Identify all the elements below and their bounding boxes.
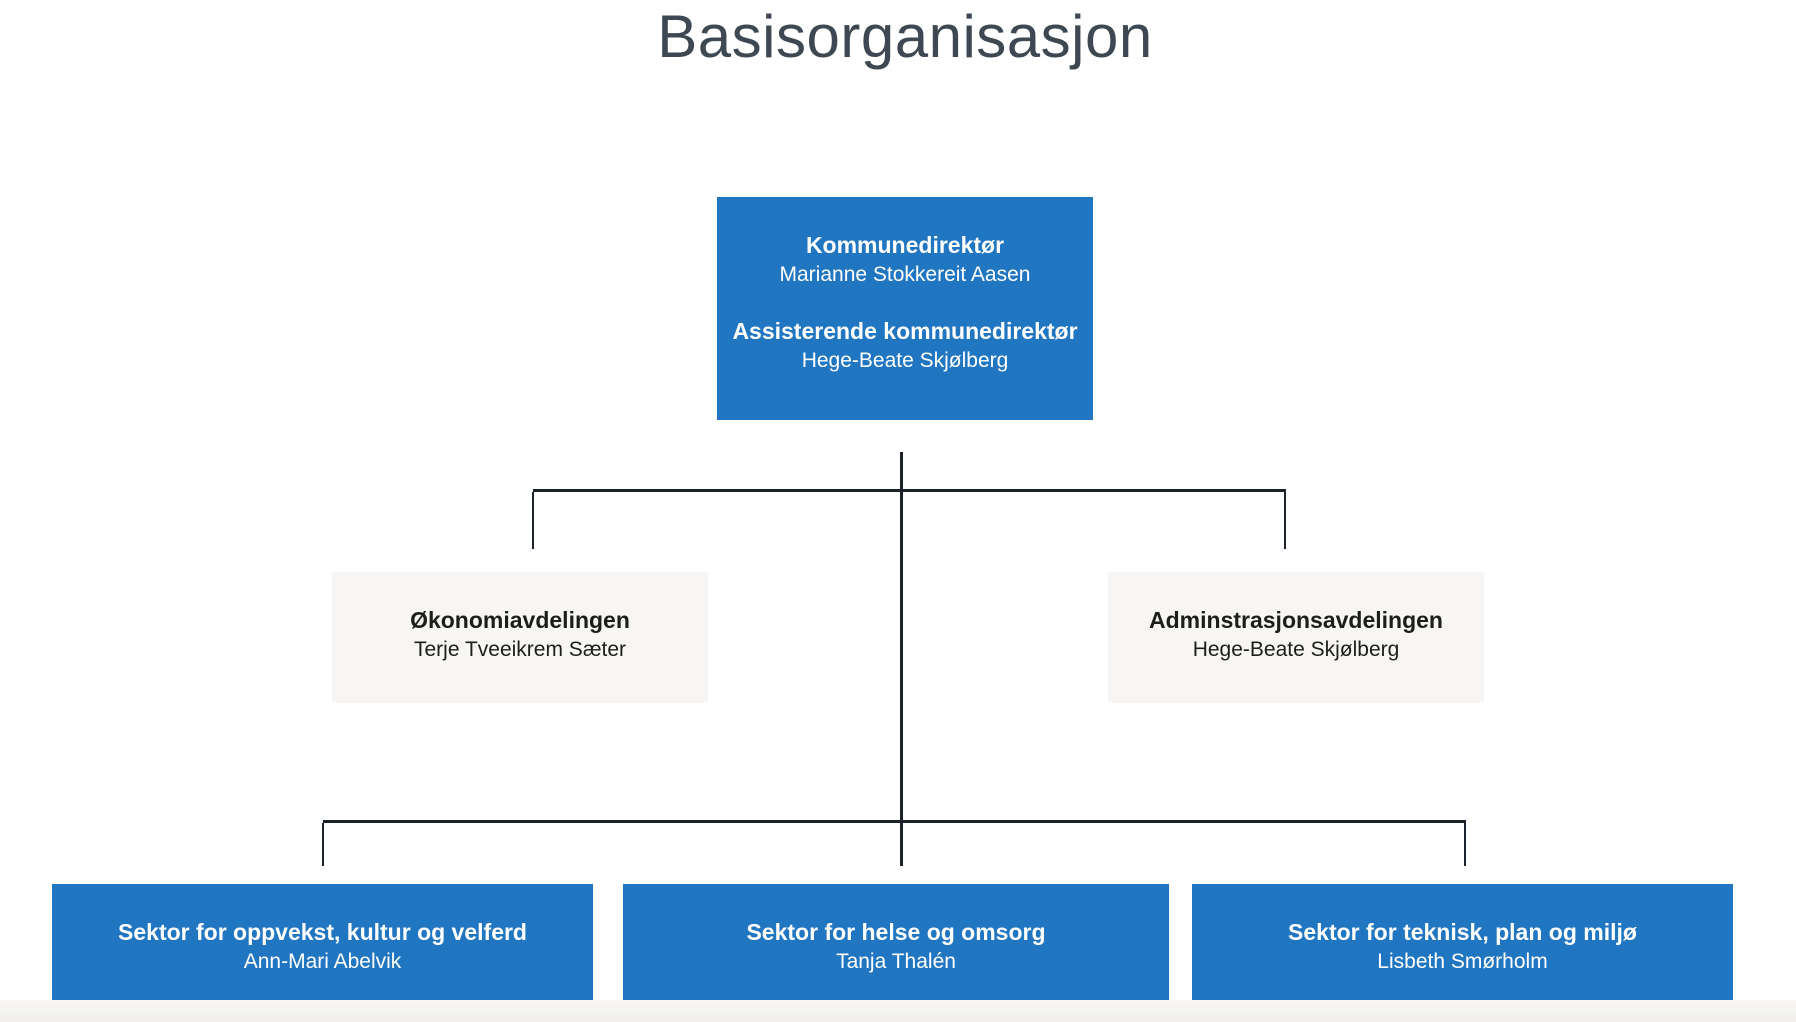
- org-node-okonomiavdelingen[interactable]: Økonomiavdelingen Terje Tveeikrem Sæter: [332, 572, 708, 703]
- connector-root-vertical: [900, 452, 903, 492]
- role-name: Terje Tveeikrem Sæter: [413, 638, 626, 661]
- connector-drop-sektor-oppvekst: [322, 823, 324, 866]
- org-node-sektor-helse-omsorg[interactable]: Sektor for helse og omsorg Tanja Thalén: [623, 884, 1169, 1002]
- role-title: Økonomiavdelingen: [410, 607, 630, 633]
- role-title: Sektor for teknisk, plan og miljø: [1288, 919, 1637, 945]
- org-node-kommunedirektor[interactable]: Kommunedirektør Marianne Stokkereit Aase…: [717, 197, 1093, 420]
- role-group-okonomiavdelingen: Økonomiavdelingen Terje Tveeikrem Sæter: [410, 605, 630, 665]
- role-title: Assisterende kommunedirektør: [732, 318, 1078, 344]
- role-group-sektor-helse: Sektor for helse og omsorg Tanja Thalén: [746, 917, 1045, 977]
- role-group-sektor-teknisk: Sektor for teknisk, plan og miljø Lisbet…: [1288, 917, 1637, 977]
- page-title: Basisorganisasjon: [657, 3, 1153, 70]
- role-group-sektor-oppvekst: Sektor for oppvekst, kultur og velferd A…: [118, 917, 527, 977]
- role-name: Hege-Beate Skjølberg: [1192, 638, 1400, 661]
- role-group-assisterende-kommunedirektor: Assisterende kommunedirektør Hege-Beate …: [732, 316, 1077, 376]
- role-name: Lisbeth Smørholm: [1377, 950, 1548, 973]
- org-node-sektor-oppvekst-kultur-velferd[interactable]: Sektor for oppvekst, kultur og velferd A…: [52, 884, 593, 1002]
- page-bottom-strip: [0, 1000, 1796, 1022]
- org-node-sektor-teknisk-plan-miljo[interactable]: Sektor for teknisk, plan og miljø Lisbet…: [1192, 884, 1733, 1002]
- role-name: Ann-Mari Abelvik: [243, 950, 402, 973]
- connector-drop-sektor-teknisk: [1464, 823, 1466, 866]
- connector-drop-okonomi: [532, 492, 534, 549]
- role-title: Sektor for oppvekst, kultur og velferd: [118, 919, 527, 945]
- connector-drop-adminstrasjon: [1284, 492, 1286, 549]
- org-node-adminstrasjonsavdelingen[interactable]: Adminstrasjonsavdelingen Hege-Beate Skjø…: [1108, 572, 1484, 703]
- role-name: Tanja Thalén: [836, 950, 956, 973]
- role-group-kommunedirektor: Kommunedirektør Marianne Stokkereit Aase…: [780, 230, 1031, 290]
- role-title: Adminstrasjonsavdelingen: [1149, 607, 1443, 633]
- connector-upper-horizontal: [533, 489, 1286, 492]
- connector-center-vertical: [900, 492, 903, 866]
- role-name: Hege-Beate Skjølberg: [801, 349, 1009, 372]
- role-title: Kommunedirektør: [805, 232, 1005, 258]
- role-name: Marianne Stokkereit Aasen: [779, 263, 1031, 286]
- role-title: Sektor for helse og omsorg: [746, 919, 1046, 945]
- role-group-adminstrasjonsavdelingen: Adminstrasjonsavdelingen Hege-Beate Skjø…: [1149, 605, 1443, 665]
- connector-lower-horizontal: [323, 820, 1466, 823]
